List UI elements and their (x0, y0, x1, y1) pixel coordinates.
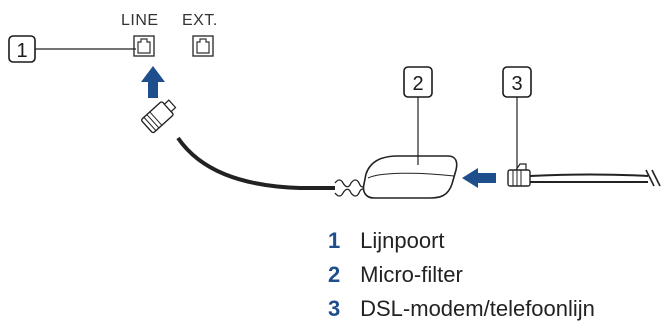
micro-filter-icon (362, 155, 458, 199)
legend: 1 Lijnpoort 2 Micro-filter 3 DSL-modem/t… (328, 224, 668, 326)
cable-strain-relief (334, 179, 367, 197)
line-port-label: LINE (121, 12, 159, 29)
legend-item-dsl-modem: 3 DSL-modem/telefoonlijn (328, 292, 668, 326)
line-port-icon (133, 35, 155, 57)
legend-item-micro-filter: 2 Micro-filter (328, 258, 668, 292)
callout-2: 2 (403, 66, 433, 165)
callout-3-number: 3 (511, 73, 522, 95)
ext-port-icon (192, 35, 214, 57)
phone-cable (176, 136, 335, 190)
legend-text: DSL-modem/telefoonlijn (360, 296, 595, 321)
legend-number: 1 (328, 228, 341, 253)
cable-break-icon (645, 169, 661, 187)
callout-2-number: 2 (412, 73, 423, 95)
legend-text: Lijnpoort (360, 228, 445, 253)
callout-3: 3 (502, 66, 532, 168)
legend-number: 3 (328, 296, 341, 321)
legend-text: Micro-filter (360, 262, 463, 287)
legend-number: 2 (328, 262, 341, 287)
dsl-cable (529, 173, 649, 184)
left-arrow-icon (462, 168, 496, 188)
up-arrow-icon (141, 66, 165, 98)
legend-item-line-port: 1 Lijnpoort (328, 224, 668, 258)
callout-1-number: 1 (16, 40, 27, 62)
callout-1: 1 (8, 35, 136, 63)
phone-plug-icon (141, 99, 177, 134)
dsl-plug-icon (507, 163, 531, 187)
ext-port-label: EXT. (182, 12, 218, 29)
